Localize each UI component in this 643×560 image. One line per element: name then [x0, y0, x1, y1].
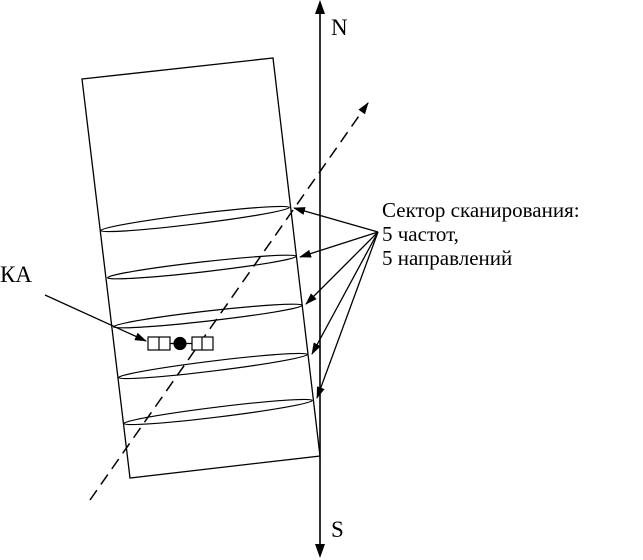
scan-sector-2: [107, 254, 297, 280]
scan-sectors: [100, 205, 313, 426]
north-label: N: [331, 15, 348, 40]
sector-label-line3: 5 направлений: [382, 246, 513, 270]
scan-sector-3: [113, 303, 303, 329]
sector-label-line2: 5 частот,: [382, 222, 459, 246]
north-arrowhead: [315, 0, 325, 14]
scan-sector-5: [123, 398, 313, 426]
sector-label-line1: Сектор сканирования:: [382, 198, 580, 222]
scan-swath: [81, 57, 321, 479]
spacecraft-callout-arrow: [44, 294, 147, 342]
orbit-track-dashed: [89, 102, 369, 501]
scan-sector-4: [118, 352, 308, 380]
south-arrowhead: [315, 544, 325, 558]
south-label: S: [331, 517, 344, 542]
scan-sector-1: [100, 205, 290, 233]
sector-callout-arrows: [293, 207, 379, 399]
satellite-icon: [147, 336, 214, 351]
spacecraft-label: КА: [0, 262, 32, 287]
